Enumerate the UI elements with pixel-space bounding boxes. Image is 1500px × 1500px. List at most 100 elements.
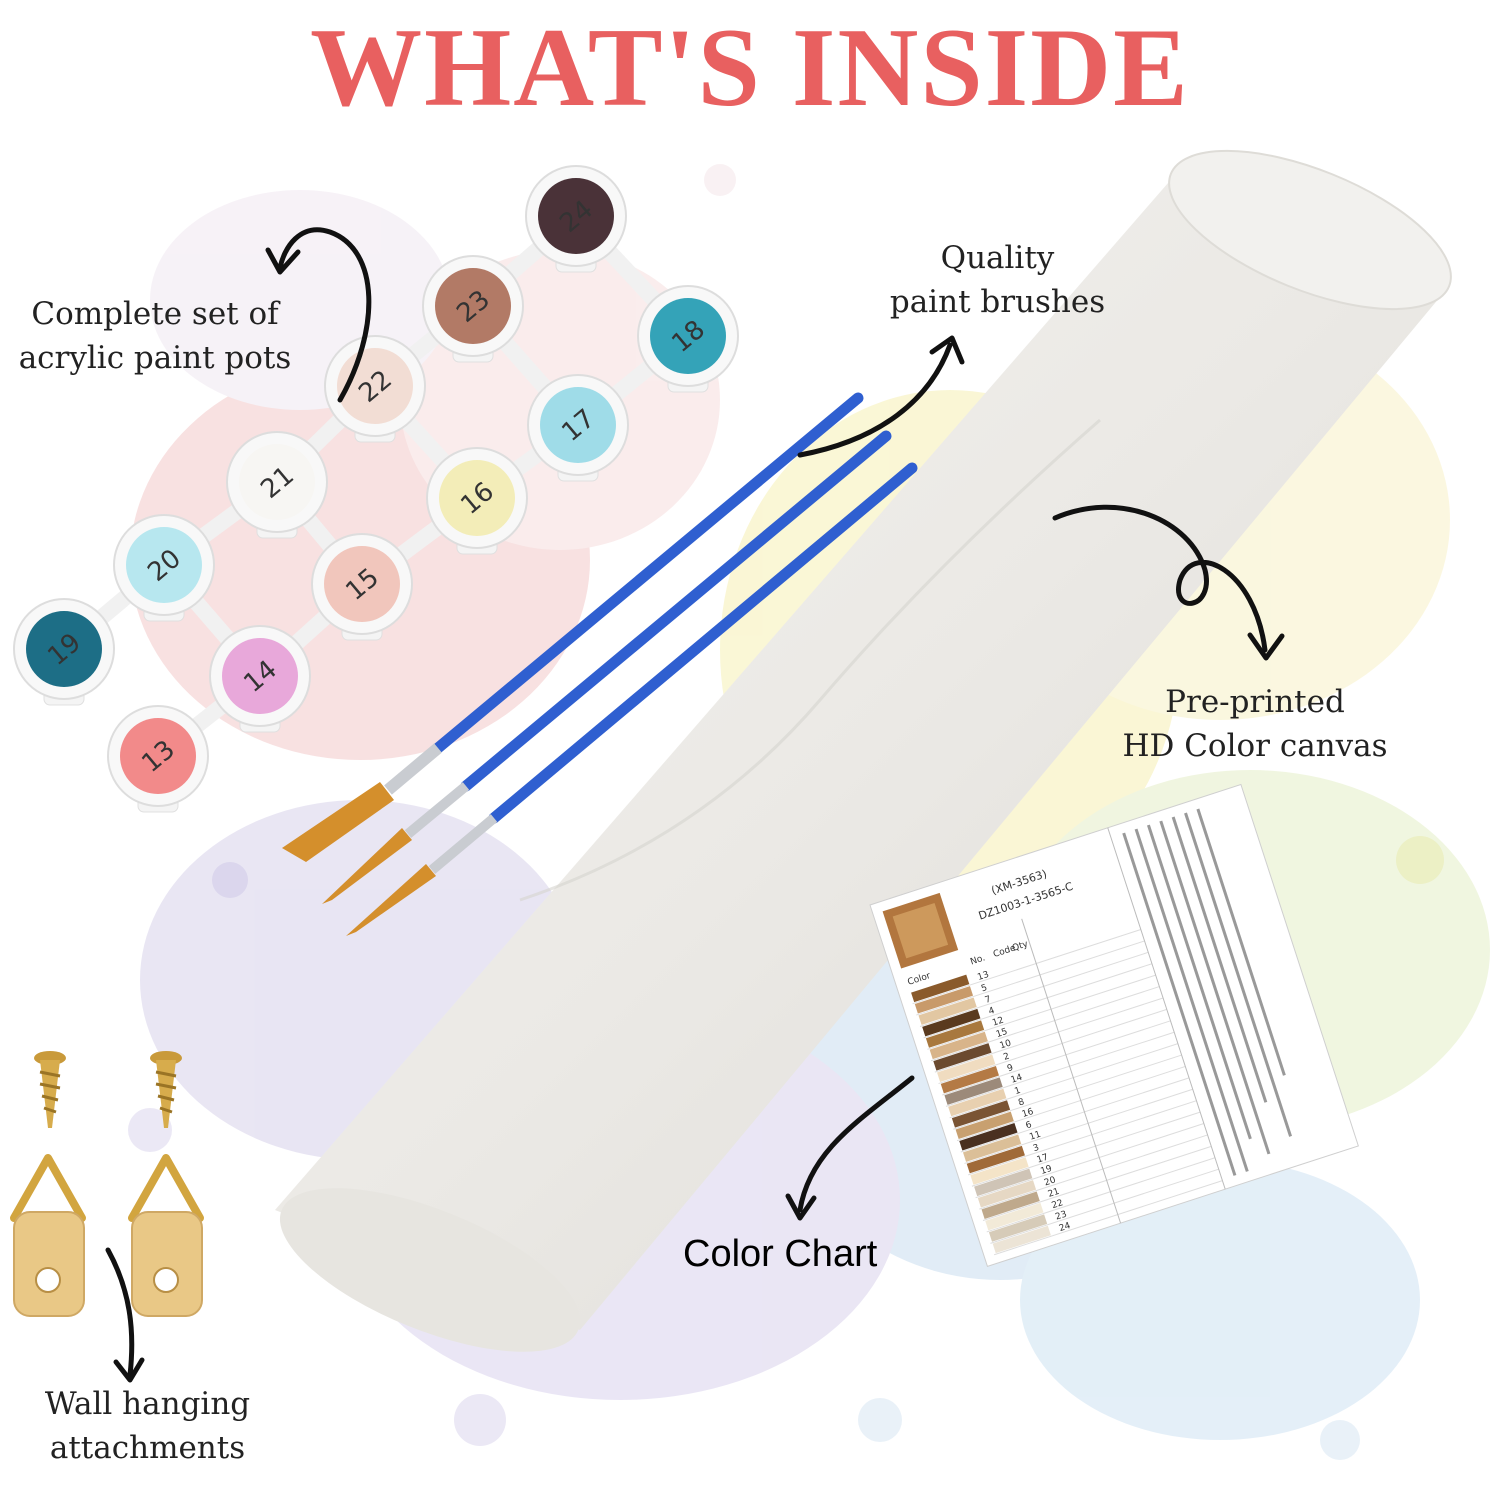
chart-row-divider	[982, 1145, 1212, 1221]
chart-row-divider	[975, 1123, 1205, 1199]
brush-2	[322, 430, 892, 904]
hanging-label: Wall hanging attachments	[20, 1382, 275, 1470]
color-chart-label: Color Chart	[683, 1233, 878, 1275]
chart-swatch	[944, 1077, 1003, 1105]
chart-swatch	[951, 1100, 1011, 1128]
chart-swatch	[918, 997, 977, 1025]
pot-paint	[650, 298, 726, 374]
chart-swatch	[933, 1043, 992, 1071]
chart-swatch	[988, 1214, 1048, 1242]
paint-pot-17: 17	[527, 374, 629, 482]
chart-swatch	[985, 1202, 1044, 1231]
hanger-1	[10, 1154, 86, 1317]
chart-row-number: 8	[1017, 1097, 1026, 1108]
paint-pot-14: 14	[209, 625, 311, 733]
chart-column-header: Qty	[1011, 939, 1030, 954]
pot-paint	[120, 718, 196, 794]
chart-swatch	[948, 1088, 1007, 1117]
chart-swatch	[929, 1031, 988, 1060]
chart-row-divider	[956, 1065, 1186, 1142]
chart-row-divider	[986, 1157, 1216, 1233]
brushes-label-line-2: paint brushes	[889, 284, 1106, 320]
chart-row-number: 3	[1032, 1143, 1041, 1154]
chart-row-divider	[994, 1180, 1223, 1256]
arrow-to-color-chart	[785, 1075, 915, 1221]
brushes-label-line-1: Quality	[940, 240, 1055, 276]
chart-row-divider	[938, 1008, 1167, 1085]
chart-row-divider	[927, 974, 1156, 1050]
chart-swatch	[992, 1225, 1051, 1254]
brush-1	[282, 392, 864, 862]
paint-pot-21: 21	[226, 431, 328, 539]
canvas-label-line-2: HD Color canvas	[1122, 728, 1388, 764]
arrow-to-canvas	[1052, 504, 1285, 661]
paint-pots-label: Complete set of acrylic paint pots	[10, 292, 300, 380]
paint-pot-13: 13	[107, 705, 209, 813]
chart-row-divider	[949, 1043, 1179, 1119]
chart-row-divider	[960, 1077, 1190, 1153]
chart-row-divider	[916, 940, 1145, 1016]
pot-paint	[222, 638, 298, 714]
pot-paint	[126, 527, 202, 603]
chart-row-divider	[971, 1111, 1201, 1187]
hanger-2	[128, 1154, 204, 1317]
arrow-to-brushes	[797, 335, 965, 458]
chart-row-divider	[953, 1054, 1182, 1130]
chart-row-number: 6	[1025, 1120, 1034, 1131]
pot-paint	[538, 178, 614, 254]
chart-swatch	[937, 1054, 996, 1082]
arrow-to-hanging	[105, 1247, 145, 1383]
arrow-to-paint-pots	[265, 227, 372, 403]
brushes-label: Quality paint brushes	[885, 236, 1110, 324]
chart-swatch	[974, 1168, 1033, 1197]
chart-swatch	[914, 986, 974, 1014]
chart-row-divider	[990, 1168, 1219, 1244]
paint-pot-15: 15	[311, 533, 413, 641]
chart-swatch	[955, 1111, 1014, 1140]
paint-pot-18: 18	[637, 285, 739, 393]
screw-2	[150, 1051, 182, 1128]
chart-swatch	[925, 1020, 985, 1048]
chart-row-divider	[923, 963, 1153, 1039]
chart-swatch	[970, 1157, 1029, 1185]
chart-row-divider	[934, 997, 1164, 1073]
chart-row-divider	[930, 986, 1160, 1062]
chart-swatch	[962, 1134, 1022, 1162]
paint-pot-24: 24	[525, 165, 627, 273]
chart-row-number: 1	[1013, 1086, 1022, 1097]
pot-paint	[26, 611, 102, 687]
chart-row-divider	[912, 929, 1141, 1005]
chart-swatch	[981, 1191, 1040, 1219]
pot-paint	[239, 444, 315, 520]
chart-swatch	[966, 1145, 1025, 1174]
pot-paint	[435, 268, 511, 344]
chart-row-divider	[945, 1031, 1175, 1107]
paint-pot-23: 23	[422, 255, 524, 363]
brush-3	[346, 462, 918, 936]
chart-row-divider	[919, 951, 1149, 1027]
chart-row-number: 4	[987, 1006, 996, 1017]
hanging-label-line-1: Wall hanging	[44, 1386, 251, 1422]
chart-row-divider	[942, 1020, 1171, 1096]
chart-row-divider	[968, 1100, 1197, 1176]
hanging-label-line-2: attachments	[49, 1430, 246, 1466]
chart-row-divider	[964, 1088, 1193, 1164]
chart-row-number: 7	[984, 995, 993, 1006]
paint-pots-label-line-2: acrylic paint pots	[18, 340, 292, 376]
chart-row-number: 2	[1002, 1052, 1011, 1063]
paint-pot-20: 20	[113, 514, 215, 622]
chart-row-divider	[979, 1134, 1208, 1210]
chart-swatch	[922, 1008, 981, 1037]
chart-swatch	[977, 1180, 1037, 1208]
chart-swatch	[940, 1065, 999, 1094]
screw-1	[34, 1051, 66, 1128]
chart-swatch	[959, 1123, 1018, 1151]
canvas-label: Pre-printed HD Color canvas	[1110, 680, 1400, 768]
chart-row-number: 9	[1006, 1063, 1015, 1074]
paint-pots-label-line-1: Complete set of	[31, 296, 279, 332]
